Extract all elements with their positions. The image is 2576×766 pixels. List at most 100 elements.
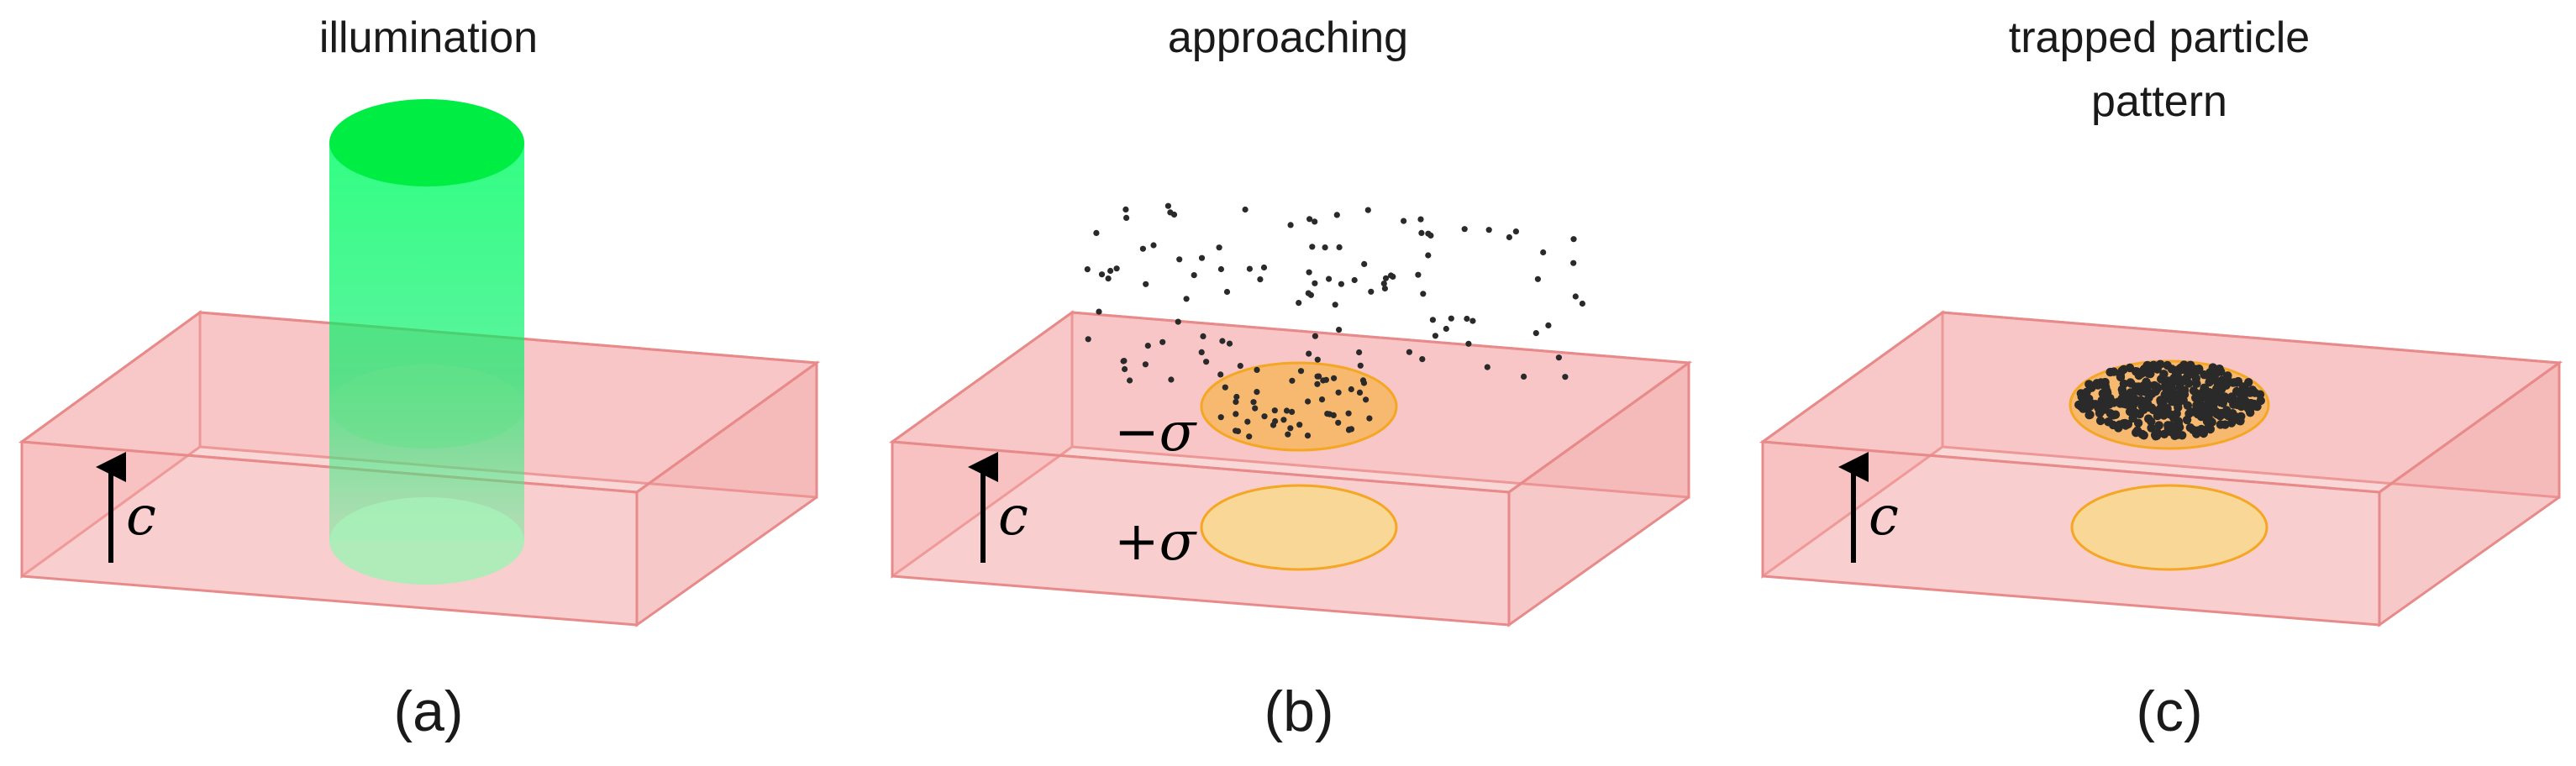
particle [1360, 380, 1368, 386]
particle [1237, 363, 1243, 370]
particle [2247, 386, 2258, 395]
particle [1139, 245, 1146, 252]
particle [1579, 300, 1585, 307]
particle [1287, 222, 1294, 228]
particle [1233, 411, 1239, 417]
particle [2149, 360, 2158, 370]
particle [2215, 388, 2225, 398]
particle [1331, 375, 1338, 381]
c-axis-label-c: c [1869, 485, 1899, 548]
particle [1123, 214, 1130, 221]
particle [2082, 387, 2091, 396]
particle [2117, 394, 2127, 403]
particle [1562, 374, 1569, 380]
particle [2238, 382, 2248, 391]
particle [2098, 395, 2108, 405]
particle [1464, 315, 1470, 323]
c-axis-arrow-a: c [96, 452, 156, 563]
particle [2109, 398, 2118, 407]
particle [1356, 349, 1363, 356]
approaching-particles [1084, 202, 1585, 440]
particle [1417, 216, 1424, 223]
particle [1254, 389, 1260, 396]
particle [2239, 392, 2248, 401]
particle [1200, 333, 1207, 339]
negative-charge-region-b [1200, 361, 1398, 452]
particle [2232, 378, 2242, 387]
particle [1105, 275, 1112, 282]
particle [1093, 229, 1100, 236]
particle [2185, 423, 2195, 433]
particle [1234, 428, 1242, 434]
c-axis-label-b: c [998, 485, 1028, 548]
particle [1419, 356, 1426, 363]
particle [1364, 207, 1371, 213]
particle [1280, 417, 1287, 423]
particle [1465, 340, 1472, 347]
particle [2159, 411, 2169, 420]
particle [1167, 209, 1174, 216]
particle [1120, 358, 1127, 365]
particle [1432, 333, 1438, 339]
particle [1164, 202, 1171, 209]
particle [1469, 317, 1476, 324]
particle [2132, 428, 2141, 438]
particle [2200, 370, 2209, 380]
particle [1448, 315, 1454, 322]
particle [2121, 418, 2130, 428]
particle [1242, 206, 1249, 213]
particle [1219, 338, 1226, 344]
particle [1244, 418, 1251, 425]
particle [1335, 389, 1342, 396]
particle [1429, 317, 1436, 323]
particle [1532, 330, 1539, 337]
c-axis-label-a: c [126, 485, 156, 548]
particle [2139, 381, 2148, 391]
particle [1175, 318, 1181, 325]
particle [1443, 325, 1449, 333]
panel-b-title-line-1: approaching [1168, 13, 1408, 62]
particle [1084, 266, 1091, 273]
particle [1305, 290, 1312, 296]
particle [1216, 244, 1222, 251]
particle [1356, 389, 1364, 396]
particle [1257, 276, 1264, 283]
particle [2189, 386, 2199, 396]
particle [1572, 293, 1579, 300]
particle [2142, 360, 2152, 370]
particle [1346, 426, 1353, 433]
particle [1387, 272, 1395, 279]
particle [1540, 249, 1547, 256]
particle [1176, 256, 1183, 263]
particle [2192, 429, 2201, 438]
particle [1289, 408, 1296, 415]
particle [2237, 412, 2246, 421]
particle [2221, 374, 2231, 383]
particle [2246, 408, 2255, 417]
particle [1233, 398, 1239, 406]
particle [1381, 285, 1388, 292]
particle [2166, 428, 2176, 437]
particle [2109, 411, 2118, 420]
particle [1335, 419, 1342, 426]
particle [1351, 276, 1358, 284]
particle [1283, 407, 1291, 414]
particle [2255, 390, 2265, 399]
particle [1098, 271, 1106, 278]
particle [1246, 433, 1253, 440]
particle [1322, 376, 1329, 383]
particle [1420, 291, 1427, 297]
particle [1363, 396, 1369, 403]
particle [1361, 260, 1368, 267]
particle [1418, 229, 1425, 236]
panel-c-title-line-1: trapped particle [2009, 13, 2310, 62]
particle [2237, 401, 2246, 412]
particle [2095, 416, 2105, 426]
particle [1127, 377, 1133, 384]
particle [2205, 424, 2215, 434]
particle [1312, 280, 1318, 286]
particle [2144, 414, 2153, 423]
particle [1485, 227, 1492, 233]
particle [2151, 386, 2160, 396]
